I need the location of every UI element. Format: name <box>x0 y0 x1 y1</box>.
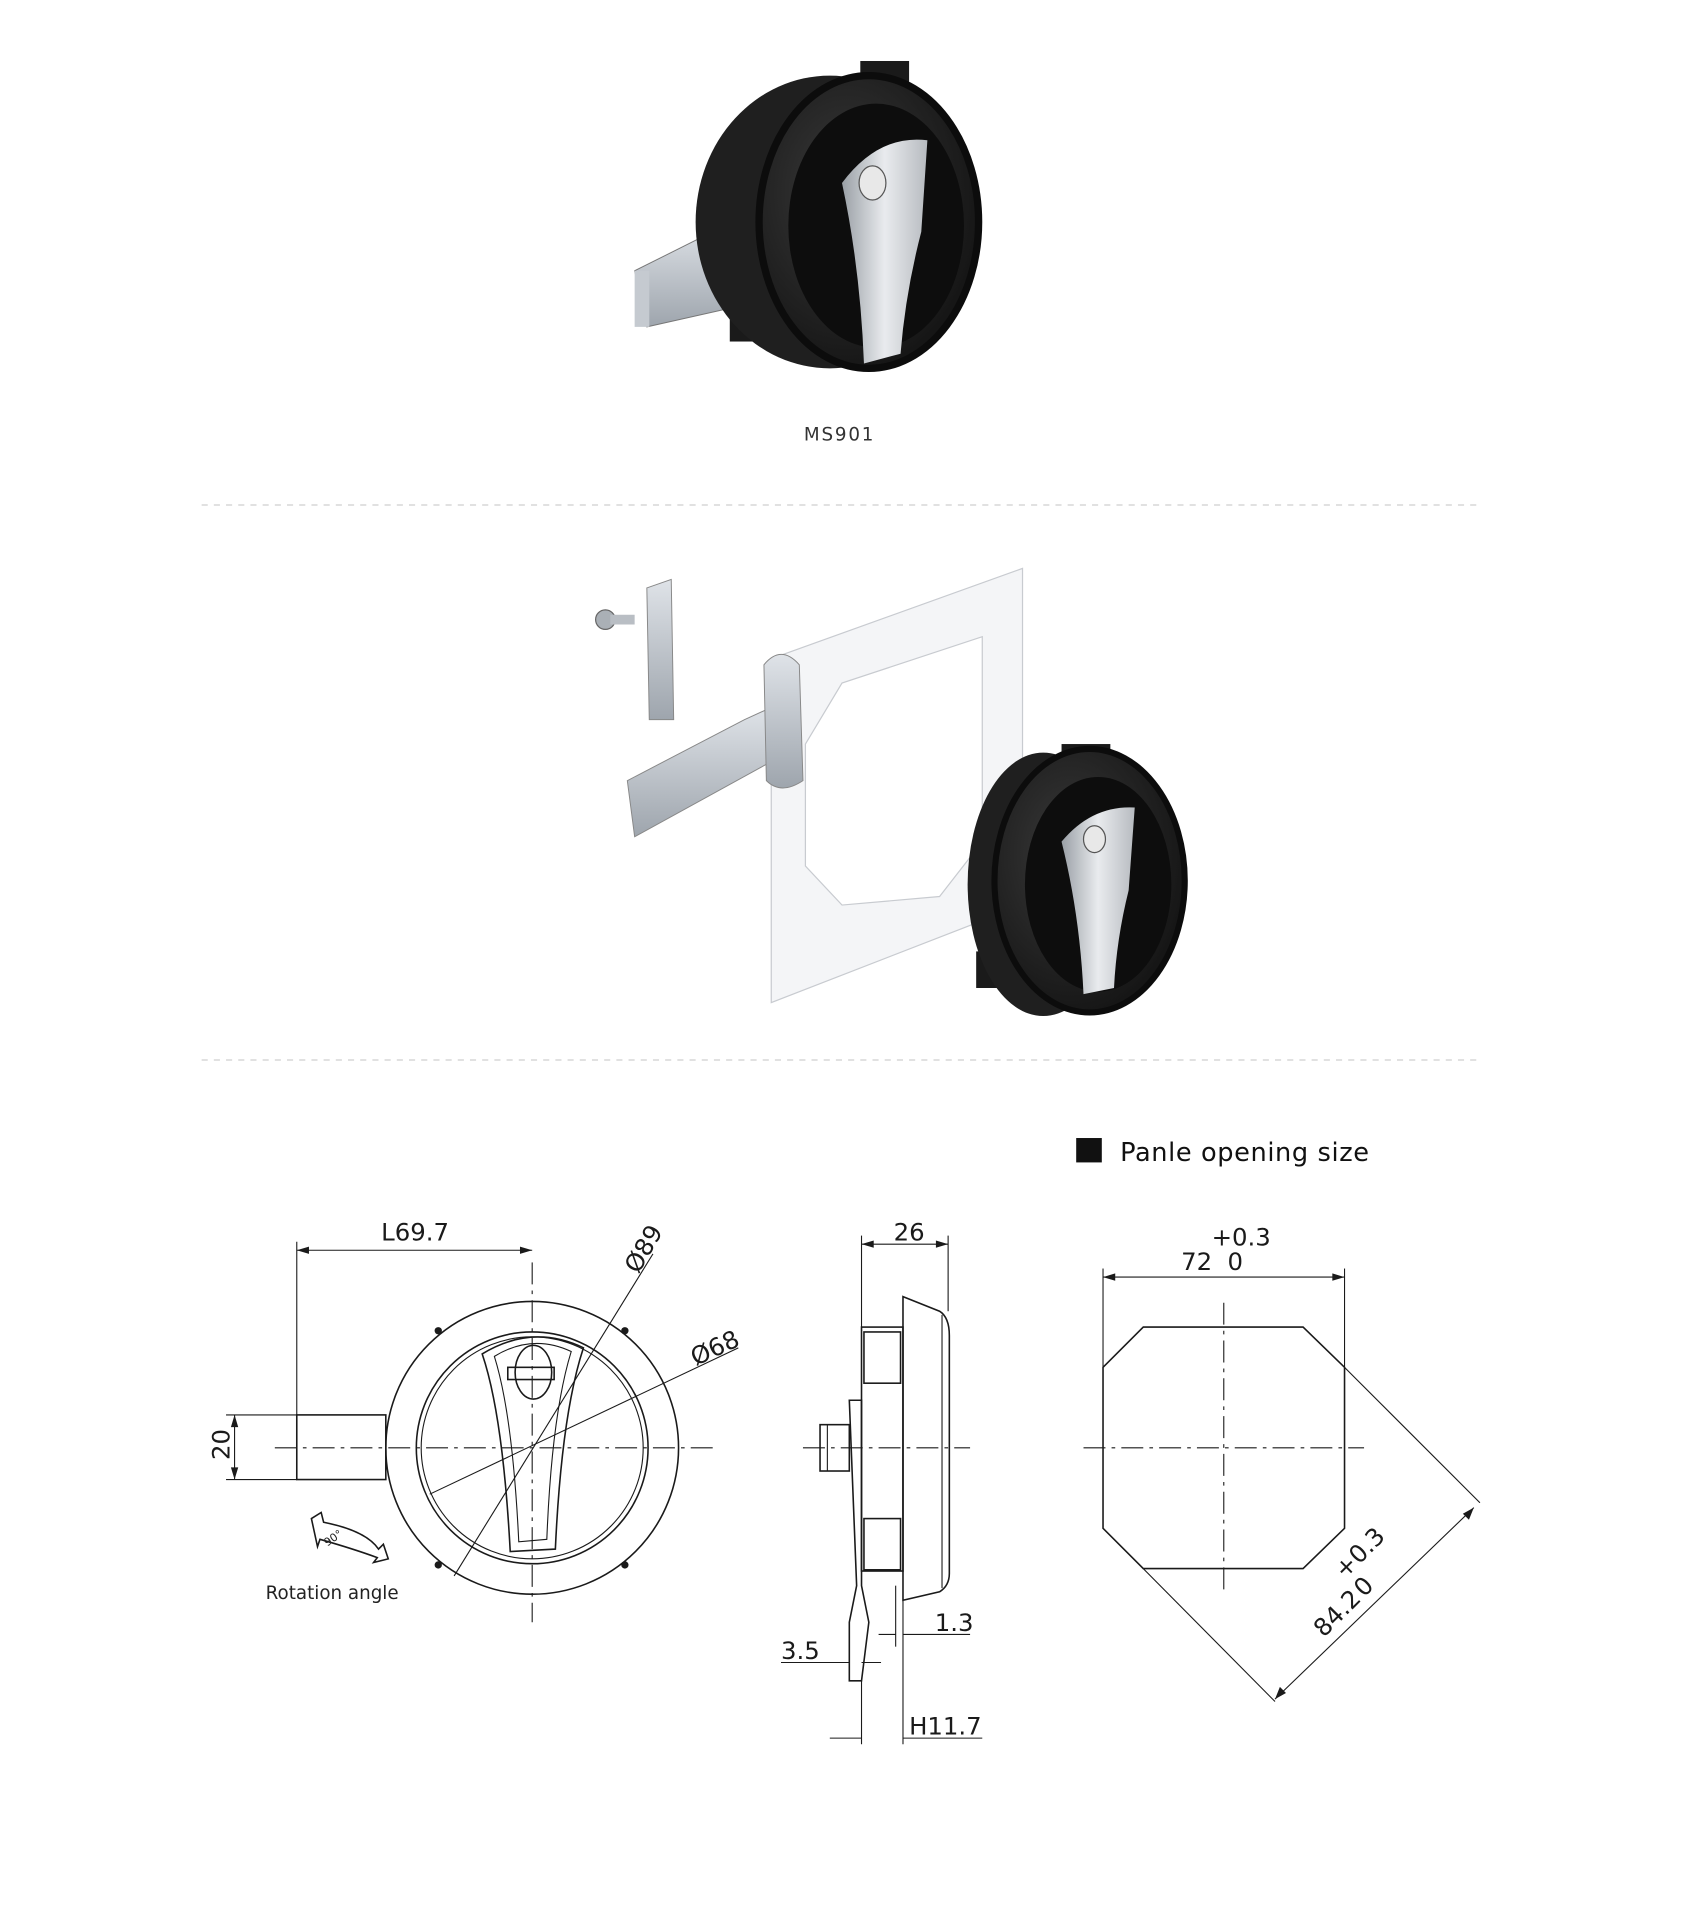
model-label: MS901 <box>804 424 875 445</box>
dim-flange: 1.3 <box>935 1608 974 1637</box>
bullet-square-icon <box>1076 1138 1102 1163</box>
dim-tab-width: 20 <box>207 1429 236 1460</box>
product-image <box>634 60 983 373</box>
dim-length: L69.7 <box>381 1217 449 1246</box>
dim-inner-diameter: Ø68 <box>686 1324 744 1371</box>
dim-width-tol-lower: 0 <box>1227 1247 1243 1276</box>
panel-opening-drawing <box>1083 1268 1481 1702</box>
exploded-view-image <box>595 567 1188 1017</box>
dim-width-value: 72 <box>1181 1247 1212 1276</box>
panel-opening-title: Panle opening size <box>1120 1138 1370 1168</box>
dim-width-tol-upper: +0.3 <box>1212 1222 1271 1251</box>
side-view-drawing <box>781 1235 983 1745</box>
dim-height: H11.7 <box>909 1711 982 1740</box>
dim-cam-thickness: 3.5 <box>781 1636 820 1665</box>
dim-outer-diameter: Ø89 <box>618 1220 668 1278</box>
rotation-angle-label: Rotation angle <box>266 1583 399 1604</box>
dim-depth: 26 <box>894 1217 925 1246</box>
front-view-drawing <box>226 1241 739 1623</box>
